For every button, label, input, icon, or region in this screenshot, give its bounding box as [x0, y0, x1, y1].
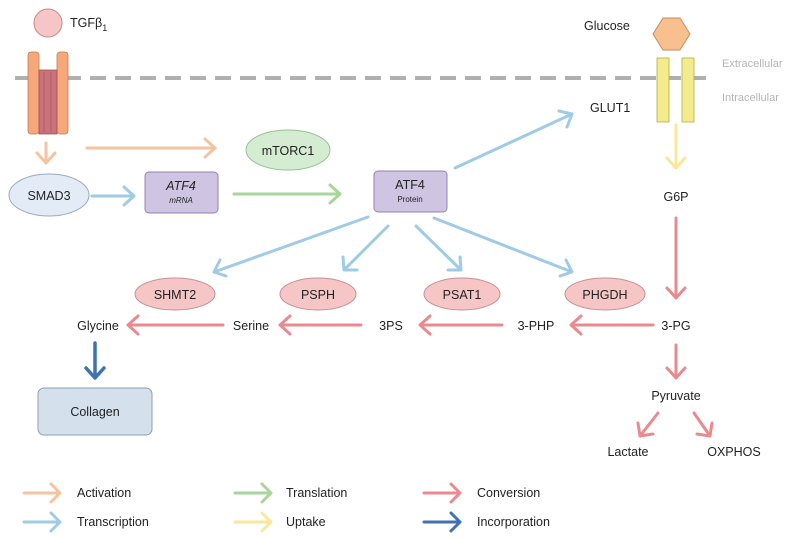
collagen-box	[37, 387, 153, 436]
glut1-label: GLUT1	[590, 101, 630, 115]
legend-transcription-label: Transcription	[77, 515, 149, 529]
arrow-3pg-to-pyruvate	[665, 343, 687, 380]
serine-label: Serine	[233, 319, 269, 333]
arrow-receptor-to-smad3	[35, 141, 57, 165]
collagen-label: Collagen	[70, 405, 119, 419]
legend-incorporation-arrow	[422, 511, 462, 533]
atf4-protein-box	[373, 170, 448, 213]
glut1-transporter-left	[656, 57, 670, 123]
shmt2-label: SHMT2	[154, 288, 196, 302]
arrow-pyruvate-to-oxphos	[692, 411, 714, 438]
arrow-atf4-to-psph	[341, 224, 390, 272]
legend-conversion-arrow	[422, 482, 462, 504]
legend	[22, 482, 462, 533]
legend-activation-label: Activation	[77, 486, 131, 500]
arrow-serine-to-glycine	[126, 314, 225, 336]
legend-translation-arrow	[233, 482, 273, 504]
legend-translation-label: Translation	[286, 486, 347, 500]
glucose-hexagon	[652, 17, 691, 51]
arrow-glucose-to-g6p	[665, 123, 687, 170]
3pg-label: 3-PG	[661, 319, 690, 333]
atf4-mrna-sublabel: mRNA	[169, 196, 193, 205]
legend-activation-arrow	[22, 482, 62, 504]
3php-label: 3-PHP	[518, 319, 555, 333]
3ps-label: 3PS	[379, 319, 403, 333]
atf4-protein-sublabel: Protein	[397, 195, 422, 204]
arrow-smad3-to-atf4-mrna	[90, 185, 136, 207]
psph-enzyme	[279, 277, 357, 311]
shmt2-enzyme	[134, 277, 216, 311]
arrow-atf4-to-shmt2	[212, 215, 370, 278]
atf4-protein-label: ATF4	[395, 178, 425, 192]
glut1-transporter-right	[681, 57, 695, 123]
lactate-label: Lactate	[607, 445, 648, 459]
glycine-label: Glycine	[77, 319, 119, 333]
extracellular-label: Extracellular	[722, 58, 783, 70]
oxphos-label: OXPHOS	[707, 445, 761, 459]
tgfb-receptor-left	[27, 51, 40, 135]
psph-label: PSPH	[301, 288, 335, 302]
g6p-label: G6P	[663, 190, 688, 204]
psat1-label: PSAT1	[443, 288, 482, 302]
legend-uptake-label: Uptake	[286, 515, 326, 529]
pyruvate-label: Pyruvate	[651, 389, 700, 403]
tgfb-receptor-right	[56, 51, 69, 135]
tgfb-label: TGFβ1	[70, 16, 107, 33]
psat1-enzyme	[423, 277, 501, 311]
atf4-mrna-label: ATF4	[165, 179, 196, 193]
atf4-mrna-box	[144, 171, 219, 214]
arrow-mrna-to-protein	[232, 183, 342, 205]
arrow-atf4-to-glut1	[453, 109, 574, 170]
intracellular-label: Intracellular	[722, 92, 779, 104]
arrow-3php-to-3ps	[418, 314, 504, 336]
arrow-pyruvate-to-lactate	[636, 411, 660, 438]
mtorc1-node	[245, 129, 331, 171]
glucose-label: Glucose	[584, 19, 630, 33]
arrow-g6p-to-3pg	[665, 216, 687, 300]
legend-transcription-arrow	[22, 511, 62, 533]
arrow-atf4-to-psat1	[414, 224, 463, 272]
arrow-atf4-to-phgdh	[432, 216, 574, 278]
arrow-3ps-to-serine	[278, 314, 363, 336]
phgdh-enzyme	[564, 277, 646, 311]
smad3-label: SMAD3	[27, 189, 70, 203]
legend-incorporation-label: Incorporation	[477, 515, 550, 529]
tgfb-receptor-core	[38, 69, 58, 135]
legend-conversion-label: Conversion	[477, 486, 540, 500]
phgdh-label: PHGDH	[582, 288, 627, 302]
smad3-node	[8, 173, 90, 217]
tgfb-ligand	[33, 8, 63, 38]
arrow-3pg-to-3php	[569, 314, 655, 336]
legend-uptake-arrow	[233, 511, 273, 533]
arrow-glycine-to-collagen	[84, 341, 106, 380]
arrow-receptor-to-mtorc1	[85, 137, 217, 159]
mtorc1-label: mTORC1	[262, 144, 315, 158]
